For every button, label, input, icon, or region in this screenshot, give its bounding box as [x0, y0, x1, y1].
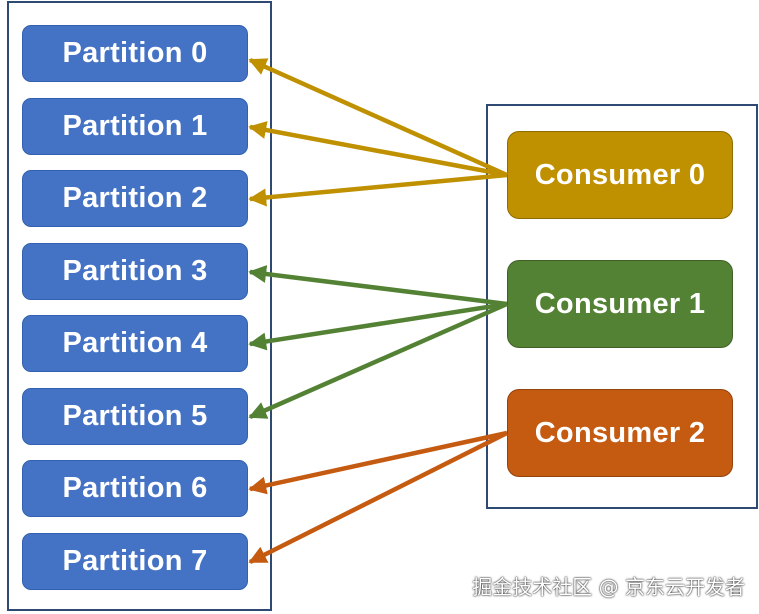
arrow-consumer-0-to-partition-1 — [248, 121, 508, 178]
arrow-consumer-2-to-partition-6 — [248, 430, 508, 495]
consumer-2: Consumer 2 — [507, 389, 733, 477]
partition-2: Partition 2 — [22, 170, 248, 227]
watermark: 掘金技术社区 @ 京东云开发者 — [472, 575, 745, 599]
partition-6: Partition 6 — [22, 460, 248, 517]
partition-3: Partition 3 — [22, 243, 248, 300]
arrow-consumer-2-to-partition-7 — [248, 430, 509, 565]
partition-4: Partition 4 — [22, 315, 248, 372]
arrow-consumer-0-to-partition-2 — [248, 172, 508, 207]
consumer-0: Consumer 0 — [507, 131, 733, 219]
partition-5: Partition 5 — [22, 388, 248, 445]
arrow-consumer-1-to-partition-4 — [248, 301, 508, 351]
partitions-group-box — [7, 1, 272, 611]
partition-0: Partition 0 — [22, 25, 248, 82]
arrow-consumer-1-to-partition-5 — [248, 301, 508, 420]
consumer-1: Consumer 1 — [507, 260, 733, 348]
partition-1: Partition 1 — [22, 98, 248, 155]
arrow-consumer-0-to-partition-0 — [248, 57, 508, 178]
partition-7: Partition 7 — [22, 533, 248, 590]
arrow-consumer-1-to-partition-3 — [248, 265, 508, 307]
